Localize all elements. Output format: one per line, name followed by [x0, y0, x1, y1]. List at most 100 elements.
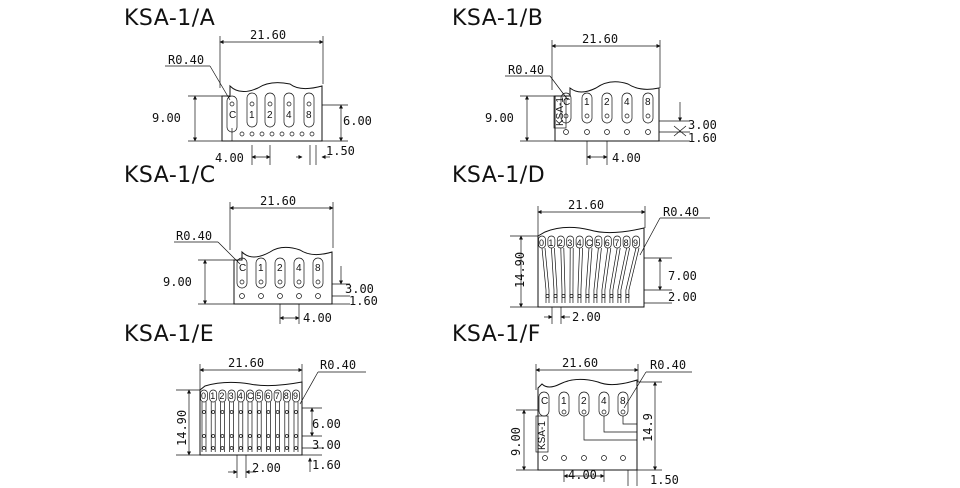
drawing-title-c: KSA-1/C	[124, 163, 216, 188]
dim-radius: R0.40	[320, 358, 356, 372]
side-label: KSA-1	[555, 97, 566, 126]
dim-pitch: 4.00	[303, 311, 332, 325]
pin-label: 4	[296, 263, 302, 274]
dim-radius: R0.40	[663, 205, 699, 219]
pin-label: C	[541, 396, 548, 407]
dim-right-2: 1.60	[349, 294, 378, 308]
pin-label: 6	[605, 238, 610, 248]
pin-label: 8	[306, 110, 312, 121]
pin-label: 1	[210, 391, 215, 401]
pin-label: 2	[267, 110, 273, 121]
pin-label: 8	[624, 238, 629, 248]
pin-label: 6	[265, 391, 270, 401]
dim-radius: R0.40	[168, 53, 204, 67]
pin-label: 3	[229, 391, 234, 401]
drawing-title-f: KSA-1/F	[452, 322, 541, 347]
dim-pitch: 4.00	[568, 468, 597, 482]
pin-label: 4	[624, 97, 630, 108]
pin-label: 4	[601, 396, 607, 407]
dim-height: 14.90	[175, 410, 189, 446]
pin-label: 0	[539, 238, 544, 248]
pin-label: 3	[567, 238, 572, 248]
pin-label: C	[239, 263, 246, 274]
pin-row: C 1 2 4 8	[560, 92, 654, 135]
pin-label: 4	[238, 391, 243, 401]
pin-label: 1	[561, 396, 567, 407]
pin-label: 8	[645, 97, 651, 108]
pin-label: 8	[315, 263, 321, 274]
dim-width: 21.60	[582, 32, 618, 46]
dim-width: 21.60	[260, 194, 296, 208]
drawing-ksa-1a: 21.60 C 1 2 4 8 R0.40 9.00	[152, 28, 372, 165]
dim-pitch: 4.00	[215, 151, 244, 165]
dim-height: 9.00	[485, 111, 514, 125]
pin-row: C 1 2 4 8	[236, 257, 324, 299]
pin-label: 1	[548, 238, 553, 248]
pin-label: 5	[595, 238, 600, 248]
dim-gap: 1.50	[650, 473, 679, 487]
pin-row: C 1 2 4 8	[226, 92, 315, 141]
pin-label: 2	[219, 391, 224, 401]
pin-label: C	[563, 97, 570, 108]
pin-label: 7	[614, 238, 619, 248]
pin-label: 1	[584, 97, 590, 108]
dim-width: 21.60	[228, 356, 264, 370]
dim-height-left: 9.00	[509, 427, 523, 456]
pin-label: 9	[633, 238, 638, 248]
dim-pitch: 2.00	[572, 310, 601, 324]
pin-label: C	[229, 110, 236, 121]
dim-height-right: 14.9	[641, 413, 655, 442]
dim-right-1: 7.00	[668, 269, 697, 283]
side-label: KSA-1	[537, 421, 548, 450]
dim-gap: 1.50	[326, 144, 355, 158]
dim-right-2: 2.00	[668, 290, 697, 304]
dim-radius: R0.40	[508, 63, 544, 77]
pin-label: 4	[577, 238, 582, 248]
pin-label: 9	[293, 391, 298, 401]
pin-label: 2	[277, 263, 283, 274]
dim-pitch: 2.00	[252, 461, 281, 475]
drawing-title-b: KSA-1/B	[452, 6, 544, 31]
dim-width: 21.60	[568, 198, 604, 212]
pin-label: 5	[256, 391, 261, 401]
pin-label: 0	[201, 391, 206, 401]
drawing-ksa-1f: 21.60 KSA-1 C 1 2 4 8 R0.40 9.00	[509, 356, 692, 487]
pin-label: 8	[284, 391, 289, 401]
pin-row: C 1 2 4 8	[538, 391, 637, 461]
dim-right-1: 6.00	[312, 417, 341, 431]
dim-width: 21.60	[250, 28, 286, 42]
dim-height: 9.00	[152, 111, 181, 125]
dim-width: 21.60	[562, 356, 598, 370]
dim-pitch: 4.00	[612, 151, 641, 165]
dim-right-3: 1.60	[312, 458, 341, 472]
pin-label: 1	[258, 263, 264, 274]
pin-label: 2	[604, 97, 610, 108]
drawing-ksa-1c: 21.60 C 1 2 4 8 R0.40 9.00 3.00 1.60	[163, 194, 378, 325]
dim-height: 9.00	[163, 275, 192, 289]
dim-right-1: 3.00	[345, 282, 374, 296]
dim-right-2: 1.60	[688, 131, 717, 145]
pin-label: 4	[286, 110, 292, 121]
drawing-title-a: KSA-1/A	[124, 6, 216, 31]
dim-right-1: 3.00	[688, 118, 717, 132]
pin-label: 8	[620, 396, 626, 407]
pin-label: C	[247, 391, 254, 401]
pin-label: C	[586, 238, 593, 248]
dim-right: 6.00	[343, 114, 372, 128]
drawing-title-e: KSA-1/E	[124, 322, 215, 347]
dim-right-2: 3.00	[312, 438, 341, 452]
pin-label: 7	[275, 391, 280, 401]
dim-radius: R0.40	[650, 358, 686, 372]
pin-label: 2	[558, 238, 563, 248]
pin-label: 1	[249, 110, 255, 121]
dim-height: 14.90	[513, 252, 527, 288]
drawing-title-d: KSA-1/D	[452, 163, 546, 188]
pin-label: 2	[581, 396, 587, 407]
dim-radius: R0.40	[176, 229, 212, 243]
drawing-ksa-1b: 21.60 KSA-1 C 1 2 4 8 R0.40 9.00	[485, 32, 717, 165]
